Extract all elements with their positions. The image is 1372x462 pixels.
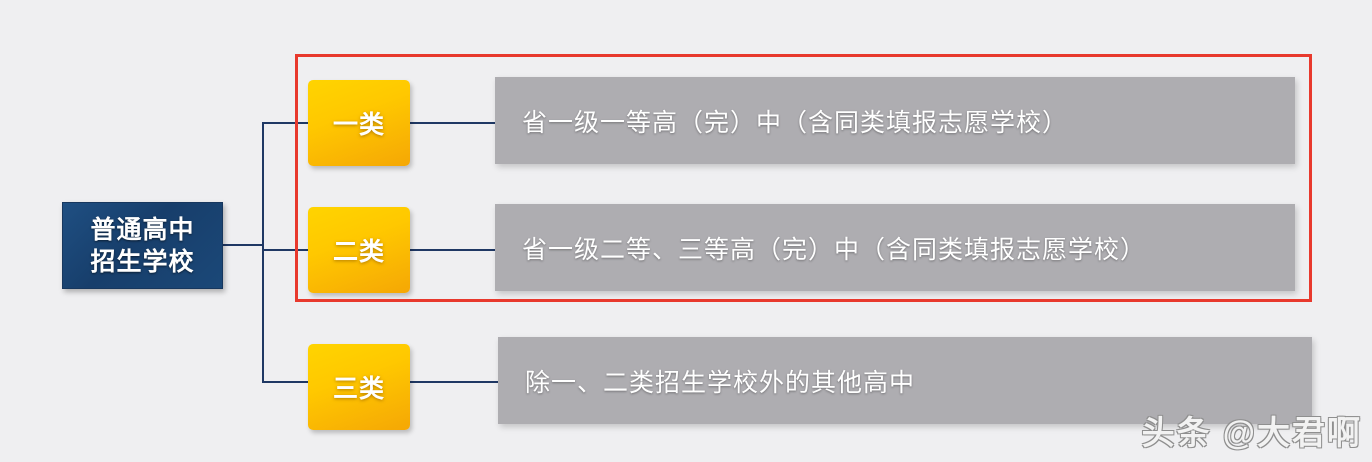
category-box-tier-1[interactable]: 一类 (308, 80, 410, 166)
category-label-tier-2: 二类 (332, 238, 385, 266)
description-bar-tier-2[interactable]: 省一级二等、三等高（完）中（含同类填报志愿学校） (495, 204, 1295, 291)
connector-cat3-to-bar3 (409, 381, 499, 383)
description-text-tier-1: 省一级一等高（完）中（含同类填报志愿学校） (522, 108, 1069, 137)
connector-cat1-to-bar1 (409, 122, 497, 124)
connector-branch-2 (262, 249, 309, 251)
category-box-tier-2[interactable]: 二类 (308, 207, 410, 293)
root-node-line-1: 普通高中 (90, 215, 195, 244)
connector-cat2-to-bar2 (409, 249, 497, 251)
root-node-admission-schools[interactable]: 普通高中 招生学校 (62, 202, 223, 289)
description-text-tier-2: 省一级二等、三等高（完）中（含同类填报志愿学校） (522, 235, 1147, 264)
description-bar-tier-3[interactable]: 除一、二类招生学校外的其他高中 (498, 337, 1312, 424)
description-text-tier-3: 除一、二类招生学校外的其他高中 (525, 368, 916, 397)
connector-root-stub (222, 244, 264, 246)
category-label-tier-3: 三类 (332, 375, 385, 403)
category-box-tier-3[interactable]: 三类 (308, 344, 410, 430)
watermark-text: 头条 @大君啊 (1141, 414, 1362, 451)
root-node-line-2: 招生学校 (90, 247, 195, 276)
description-bar-tier-1[interactable]: 省一级一等高（完）中（含同类填报志愿学校） (495, 77, 1295, 164)
connector-trunk (262, 122, 264, 383)
connector-branch-1 (262, 122, 309, 124)
category-label-tier-1: 一类 (332, 111, 385, 139)
connector-branch-3 (262, 381, 309, 383)
